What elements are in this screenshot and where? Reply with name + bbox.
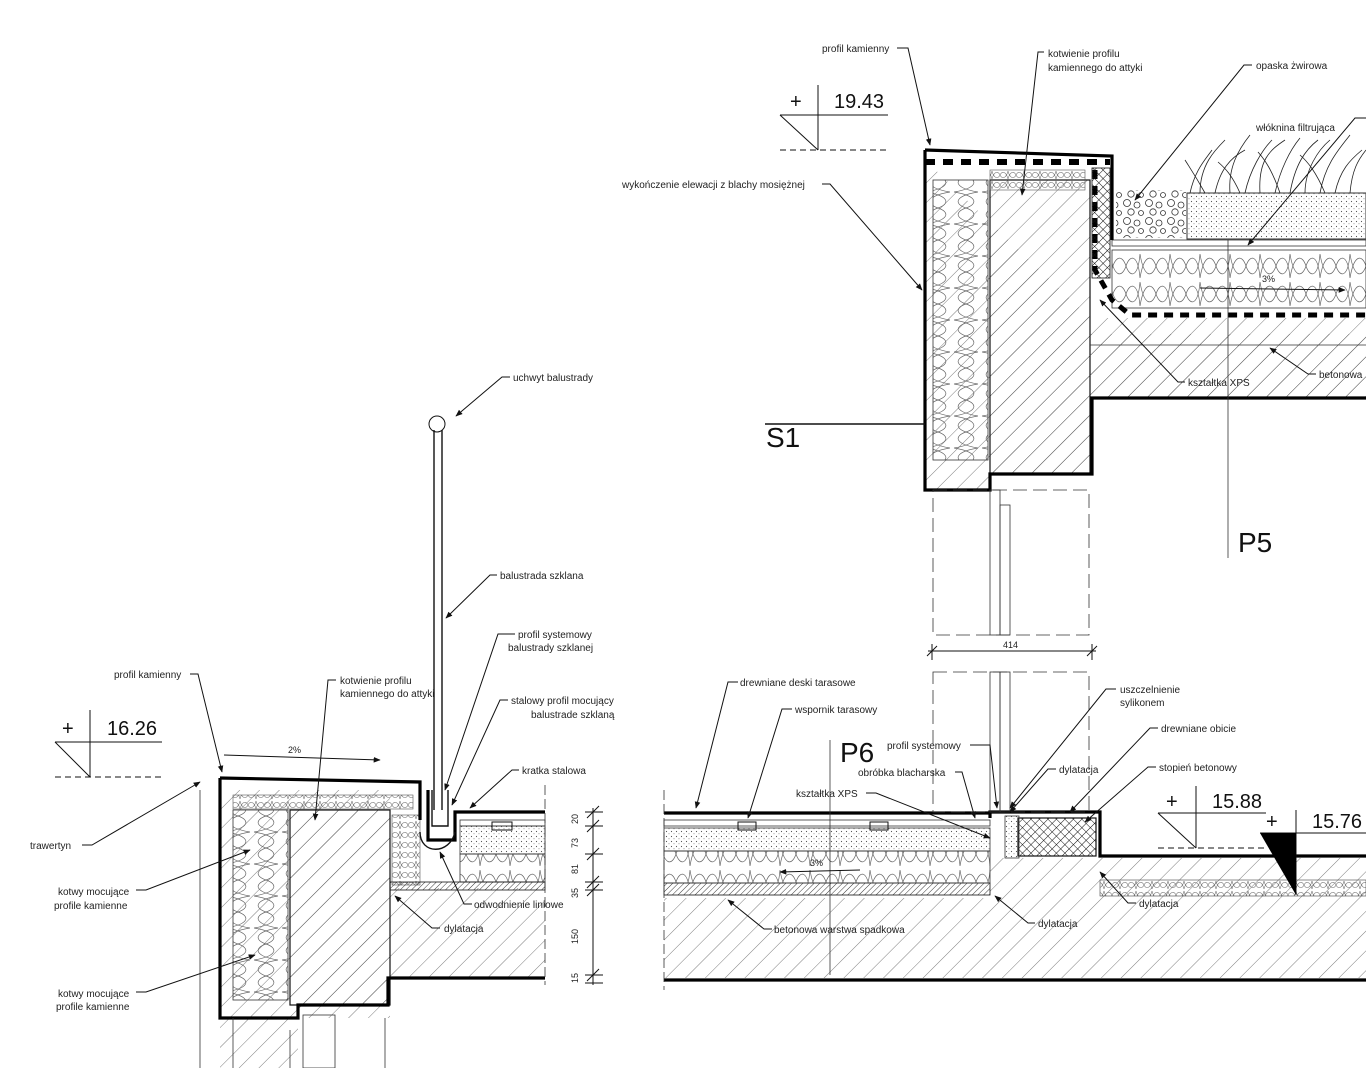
dim-150: 150: [570, 929, 580, 944]
p5-marker: P5: [1238, 527, 1272, 558]
elevation-16-26: 16.26: [107, 718, 157, 740]
label-profil-kamienny-left: profil kamienny: [114, 670, 181, 681]
label-dylatacja-mid: dylatacja: [1059, 765, 1099, 776]
grass-illustration: [1184, 134, 1366, 194]
label-betonowa-top: betonowa: [1319, 370, 1363, 381]
elevation-plus-2: +: [62, 718, 74, 740]
label-kotwy1-1: kotwy mocujące: [58, 887, 130, 898]
label-wykonczenie: wykończenie elewacji z blachy mosiężnej: [621, 180, 805, 191]
label-betonowa-spadkowa: betonowa warstwa spadkowa: [774, 925, 905, 936]
slope-left-text: 2%: [288, 745, 301, 755]
label-dylatacja-left: dylatacja: [444, 924, 484, 935]
elevation-marker-15-88: + 15.88: [1157, 786, 1266, 849]
s1-marker: S1: [766, 422, 800, 453]
label-kratka: kratka stalowa: [522, 766, 586, 777]
label-stopien: stopień betonowy: [1159, 763, 1237, 774]
elevation-marker-19-43: + 19.43: [779, 85, 888, 151]
elevation-marker-15-76: + 15.76: [1260, 810, 1366, 895]
terrace-annotations: drewniane deski tarasowe wspornik taraso…: [694, 678, 1237, 936]
elevation-15-76: 15.76: [1312, 811, 1362, 833]
label-kotwienie-left-2: kamiennego do attyki: [340, 689, 435, 700]
elevation-plus-4: +: [1266, 811, 1278, 833]
elevation-plus: +: [790, 91, 802, 113]
elevation-19-43: 19.43: [834, 91, 884, 113]
label-kotwy2-2: profile kamienne: [56, 1002, 130, 1013]
label-drewniane-obicie: drewniane obicie: [1161, 724, 1236, 735]
label-wloknina: włóknina filtrująca: [1255, 123, 1335, 134]
elevation-15-88: 15.88: [1212, 791, 1262, 813]
label-uszczelnienie-1: uszczelnienie: [1120, 685, 1180, 696]
elevation-plus-3: +: [1166, 791, 1178, 813]
label-uszczelnienie-2: sylikonem: [1120, 698, 1164, 709]
label-kotwienie-left-1: kotwienie profilu: [340, 676, 412, 687]
elevation-marker-16-26: + 16.26: [54, 710, 162, 778]
dim-35: 35: [570, 888, 580, 898]
dim-414: 414: [1003, 640, 1018, 650]
top-annotations: profil kamienny kotwienie profilu kamien…: [621, 44, 1366, 389]
label-kotwy2-1: kotwy mocujące: [58, 989, 130, 1000]
label-balustrada: balustrada szklana: [500, 571, 584, 582]
label-dylatacja-bot: dylatacja: [1038, 919, 1078, 930]
label-uchwyt: uchwyt balustrady: [513, 373, 593, 384]
label-odwodnienie: odwodnienie liniowe: [474, 900, 564, 911]
label-dylatacja-right: dylatacja: [1139, 899, 1179, 910]
dim-20: 20: [570, 814, 580, 824]
dim-15: 15: [570, 973, 580, 983]
slope-mid-text: 3%: [810, 858, 823, 868]
label-profil-kamienny-top: profil kamienny: [822, 44, 889, 55]
label-opaska: opaska żwirowa: [1256, 61, 1328, 72]
p6-marker: P6: [840, 737, 874, 768]
slope-top-text: 3%: [1262, 274, 1275, 284]
label-wspornik: wspornik tarasowy: [794, 705, 877, 716]
label-drewniane-deski: drewniane deski tarasowe: [740, 678, 856, 689]
dimension-chain-left: 20 73 81 35 150 15: [570, 805, 603, 985]
label-ksztaltka-mid: kształtka XPS: [796, 789, 858, 800]
label-profil-systemowy: profil systemowy: [887, 741, 961, 752]
label-ksztaltka-top: kształtka XPS: [1188, 378, 1250, 389]
left-annotations: uchwyt balustrady balustrada szklana pro…: [30, 373, 615, 1013]
label-trawertyn: trawertyn: [30, 841, 71, 852]
label-stalowy-profil-1: stalowy profil mocujący: [511, 696, 614, 707]
attic-detail-top: 3% P5 S1 414: [765, 134, 1366, 660]
label-profil-systemowy-bal-1: profil systemowy: [518, 630, 592, 641]
label-kotwienie-top-2: kamiennego do attyki: [1048, 63, 1143, 74]
terrace-detail-right: 3% P6: [663, 671, 1366, 990]
balustrade-detail-left: 2%: [199, 415, 546, 1068]
dim-81: 81: [570, 864, 580, 874]
label-profil-systemowy-bal-2: balustrady szklanej: [508, 643, 593, 654]
dim-73: 73: [570, 838, 580, 848]
label-kotwienie-top-1: kotwienie profilu: [1048, 49, 1120, 60]
label-kotwy1-2: profile kamienne: [54, 901, 128, 912]
label-stalowy-profil-2: balustrade szklaną: [531, 710, 615, 721]
label-obrobka: obróbka blacharska: [858, 768, 946, 779]
